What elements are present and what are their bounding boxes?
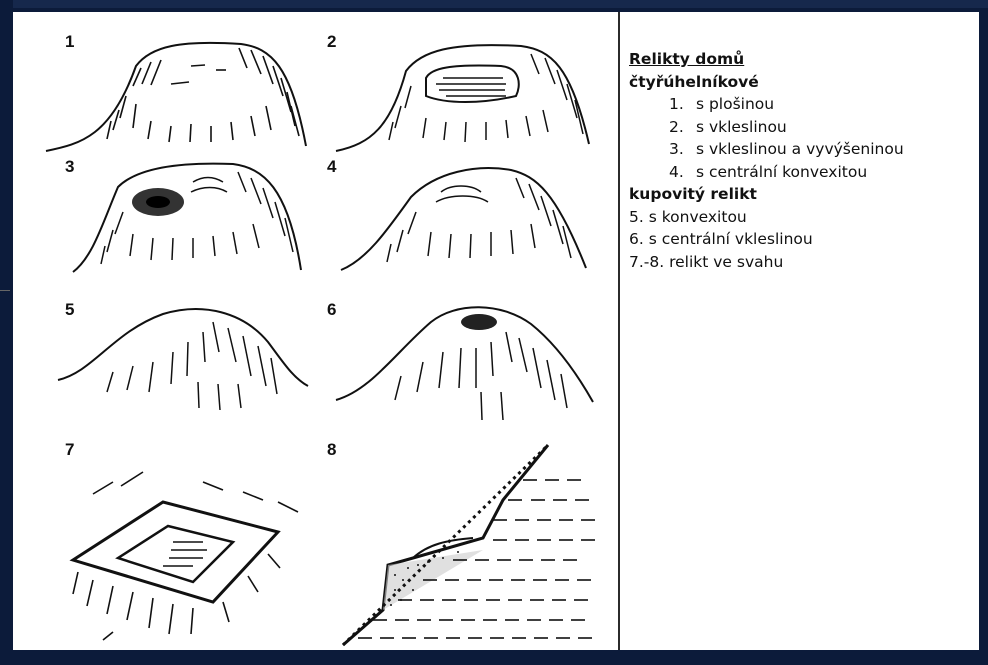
bottom-band [0,650,988,665]
legend-item-6: 6. s centrální vkleslinou [629,228,969,251]
legend-item-1-text: s plošinou [696,95,774,113]
legend-item-5: 5. s konvexitou [629,206,969,229]
figure-2-depression-mound [331,26,601,156]
legend-item-3: 3. s vkleslinou a vyvýšeninou [629,138,969,161]
figure-8-slope-section [333,440,603,645]
legend-item-2-text: s vkleslinou [696,118,787,136]
legend-item-3-text: s vkleslinou a vyvýšeninou [696,140,904,158]
legend-item-4: 4. s centrální konvexitou [629,161,969,184]
legend-item-3-num: 3. [669,138,691,161]
left-edge-strip [0,0,13,272]
legend-group1-title: čtyřúhelníkové [629,71,969,94]
legend-item-7-8: 7.-8. relikt ve svahu [629,251,969,274]
figure-1-plateau-mound [41,26,321,156]
figure-4-convexity-mound [331,152,601,277]
legend-item-1: 1. s plošinou [629,93,969,116]
legend-item-2: 2. s vkleslinou [629,116,969,139]
legend-panel: Relikty domů čtyřúhelníkové 1. s plošino… [629,48,969,273]
figure-5-dome-convexity [53,292,313,422]
legend-item-4-num: 4. [669,161,691,184]
content-card: 1 2 [13,12,979,650]
figure-7-slope-rectangular-relic [53,462,313,642]
top-band [0,0,988,8]
legend-heading: Relikty domů [629,48,969,71]
illustration-panel: 1 2 [13,12,618,650]
figure-3-depression-elevation-mound [63,152,313,277]
figure-7-label: 7 [65,440,74,460]
legend-group2-title: kupovitý relikt [629,183,969,206]
legend-item-2-num: 2. [669,116,691,139]
legend-item-1-num: 1. [669,93,691,116]
legend-item-4-text: s centrální konvexitou [696,163,867,181]
figure-6-dome-depression [331,292,601,427]
left-edge-tick [0,290,10,291]
column-divider [618,12,620,650]
